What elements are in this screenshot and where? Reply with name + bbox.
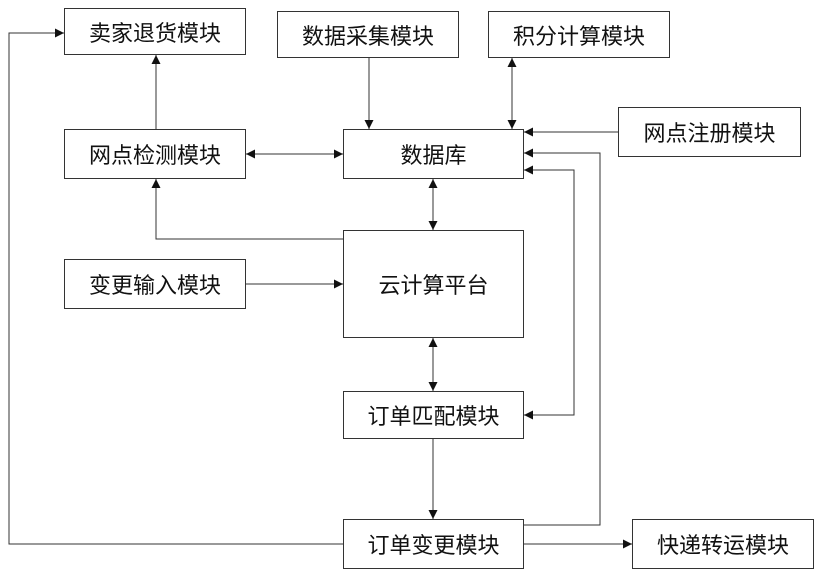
arrow-database-ordermatch [524, 170, 574, 415]
seller-return-module: 卖家退货模块 [64, 8, 246, 55]
order-match-module: 订单匹配模块 [343, 391, 524, 439]
outlet-register-module: 网点注册模块 [618, 107, 801, 157]
database: 数据库 [343, 129, 524, 179]
express-transfer-module: 快递转运模块 [632, 519, 814, 569]
points-calc-module: 积分计算模块 [488, 11, 670, 58]
order-change-module: 订单变更模块 [343, 519, 524, 569]
arrow-cloud-to-outletdetect [156, 179, 343, 239]
arrow-orderchange-to-database [524, 153, 600, 525]
data-collection-module: 数据采集模块 [277, 11, 459, 58]
outlet-detect-module: 网点检测模块 [64, 129, 246, 179]
change-input-module: 变更输入模块 [64, 259, 246, 309]
cloud-platform: 云计算平台 [343, 230, 524, 338]
